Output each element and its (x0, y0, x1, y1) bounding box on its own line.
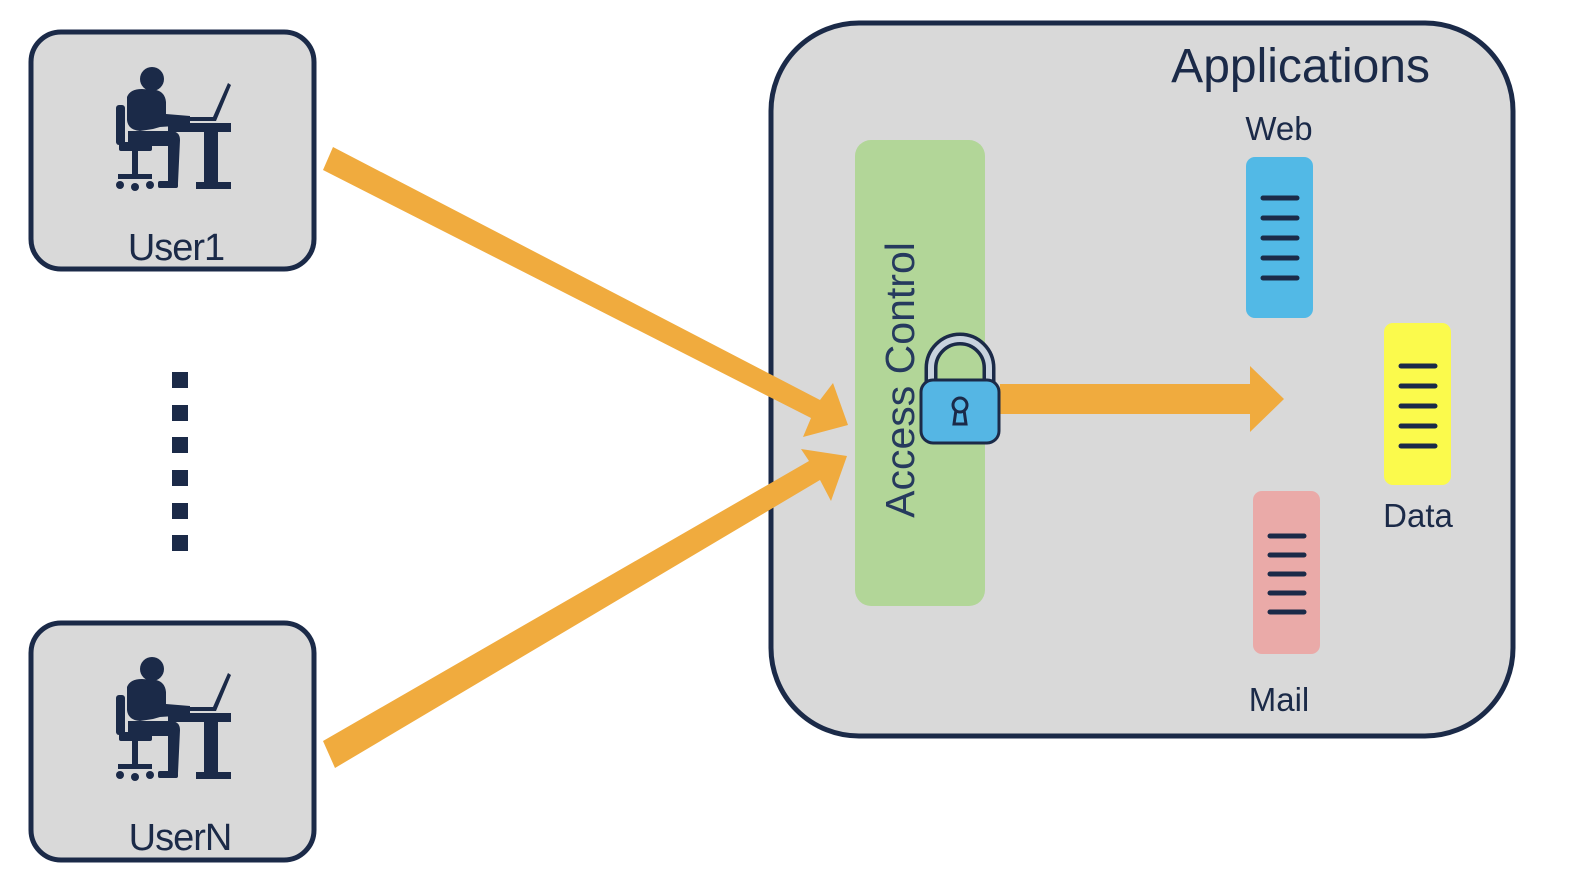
server-mail: Mail (1249, 491, 1320, 718)
arrows (323, 147, 1284, 768)
applications-title: Applications (1171, 40, 1430, 93)
user-label: UserN (129, 817, 232, 859)
user-box-usern: UserN (28, 620, 317, 863)
user-label: User1 (128, 227, 224, 269)
server-data-rack-lines-icon (1398, 363, 1438, 449)
arrow-user1-to-access-control (323, 147, 848, 437)
vertical-ellipsis-icon (172, 372, 188, 551)
user-box-user1: User1 (28, 29, 317, 272)
server-web-label: Web (1245, 110, 1312, 147)
server-data: Data (1383, 323, 1453, 534)
access-control-gateway: Access Control (855, 140, 985, 606)
server-data-label: Data (1383, 497, 1453, 534)
padlock-icon (919, 332, 1001, 445)
server-web: Web (1245, 110, 1313, 318)
server-web-rack-lines-icon (1260, 195, 1300, 281)
arrow-usern-to-access-control (323, 449, 847, 768)
arrow-access-control-to-data (1000, 366, 1284, 432)
access-control-label: Access Control (877, 242, 923, 518)
server-mail-rack-lines-icon (1267, 533, 1307, 615)
server-mail-label: Mail (1249, 681, 1310, 718)
